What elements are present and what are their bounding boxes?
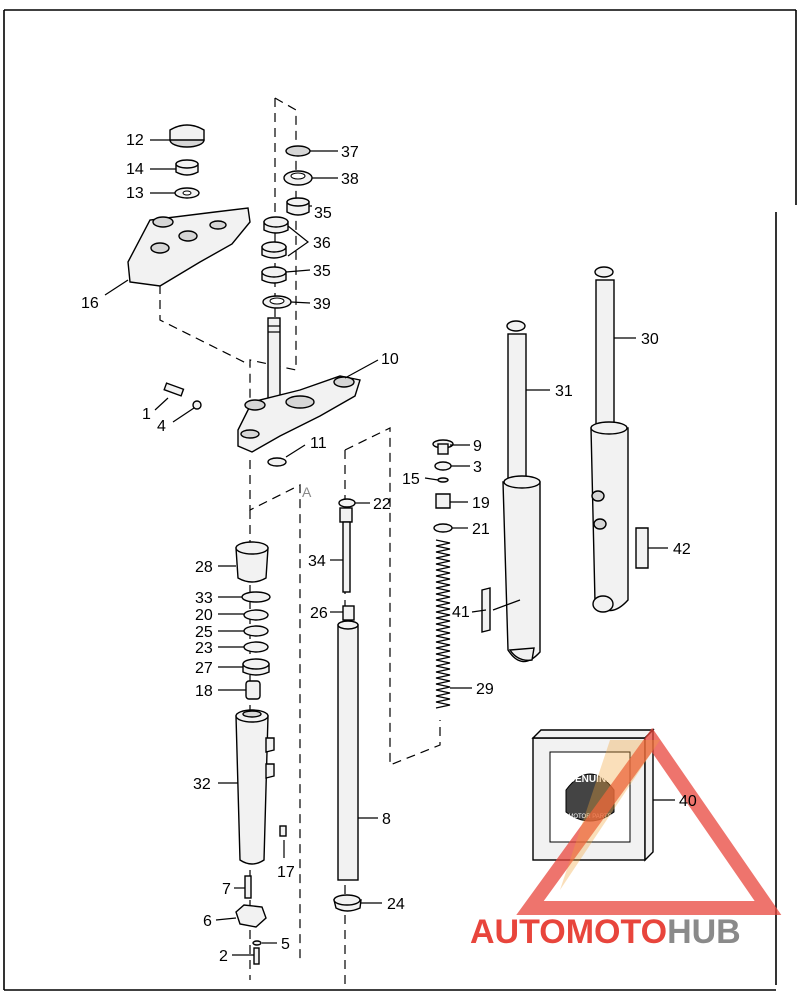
- small-parts-left: [235, 825, 287, 965]
- washer-4: [192, 400, 202, 410]
- callout-23: 23: [195, 640, 213, 657]
- callout-26: 26: [310, 605, 328, 622]
- callout-38: 38: [341, 171, 359, 188]
- fork-tube-30: [590, 266, 629, 613]
- callout-27: 27: [195, 660, 213, 677]
- callout-11: 11: [310, 435, 327, 452]
- fork-tube-31: [502, 320, 541, 663]
- callout-19: 19: [472, 495, 490, 512]
- callout-31: 31: [555, 383, 573, 400]
- callout-33: 33: [195, 590, 213, 607]
- slider-32: [235, 709, 275, 865]
- callout-28: 28: [195, 559, 213, 576]
- callout-1: 1: [142, 406, 151, 423]
- plates-41-42: [481, 527, 649, 633]
- callout-7: 7: [222, 881, 231, 898]
- letter-mark: A: [302, 484, 312, 500]
- cap-parts: [432, 439, 454, 533]
- callout-labels: 12 14 13 16 37 38 35 36 35 39 10 1 4 11 …: [81, 132, 697, 965]
- spring-29: [435, 539, 451, 709]
- callout-4: 4: [157, 418, 166, 435]
- badge-title: GENUINE: [567, 774, 613, 785]
- callout-18: 18: [195, 683, 213, 700]
- callout-34: 34: [308, 553, 326, 570]
- callout-15: 15: [402, 471, 420, 488]
- callout-37: 37: [341, 144, 359, 161]
- callout-41: 41: [452, 604, 470, 621]
- bolt-1: [163, 382, 185, 397]
- callout-6: 6: [203, 913, 212, 930]
- seal-stack: [241, 591, 271, 700]
- callout-35-upper: 35: [314, 205, 332, 222]
- callout-2: 2: [219, 948, 228, 965]
- callout-32: 32: [193, 776, 211, 793]
- boot-28: [235, 541, 269, 583]
- callout-8: 8: [382, 811, 391, 828]
- callout-14: 14: [126, 161, 144, 178]
- callout-30: 30: [641, 331, 659, 348]
- callout-10: 10: [381, 351, 399, 368]
- callout-22: 22: [373, 496, 391, 513]
- watermark-logo: AUTOMOTOHUB: [470, 727, 782, 951]
- callout-24: 24: [387, 896, 405, 913]
- watermark-text: AUTOMOTOHUB: [470, 913, 741, 951]
- leader-lines: [104, 139, 675, 956]
- callout-20: 20: [195, 607, 213, 624]
- damper-tube-parts: [333, 498, 362, 912]
- callout-5: 5: [281, 936, 290, 953]
- washer-13: [174, 187, 200, 199]
- callout-13: 13: [126, 185, 144, 202]
- callout-42: 42: [673, 541, 691, 558]
- callout-21: 21: [472, 521, 490, 538]
- callout-17: 17: [277, 864, 295, 881]
- callout-36: 36: [313, 235, 331, 252]
- callout-3: 3: [473, 459, 482, 476]
- callout-25: 25: [195, 624, 213, 641]
- ring-11: [267, 457, 287, 467]
- callout-16: 16: [81, 295, 99, 312]
- callout-29: 29: [476, 681, 494, 698]
- bearing-stack: [261, 145, 313, 309]
- callout-40: 40: [679, 793, 697, 810]
- callout-35-lower: 35: [313, 263, 331, 280]
- nut-14: [175, 159, 199, 176]
- page-frame: [3, 9, 797, 991]
- callout-12: 12: [126, 132, 144, 149]
- callout-9: 9: [473, 438, 482, 455]
- lower-bracket-10: [237, 317, 361, 453]
- upper-bracket-16: [127, 207, 251, 287]
- callout-39: 39: [313, 296, 331, 313]
- cap-nut-12: [169, 124, 205, 148]
